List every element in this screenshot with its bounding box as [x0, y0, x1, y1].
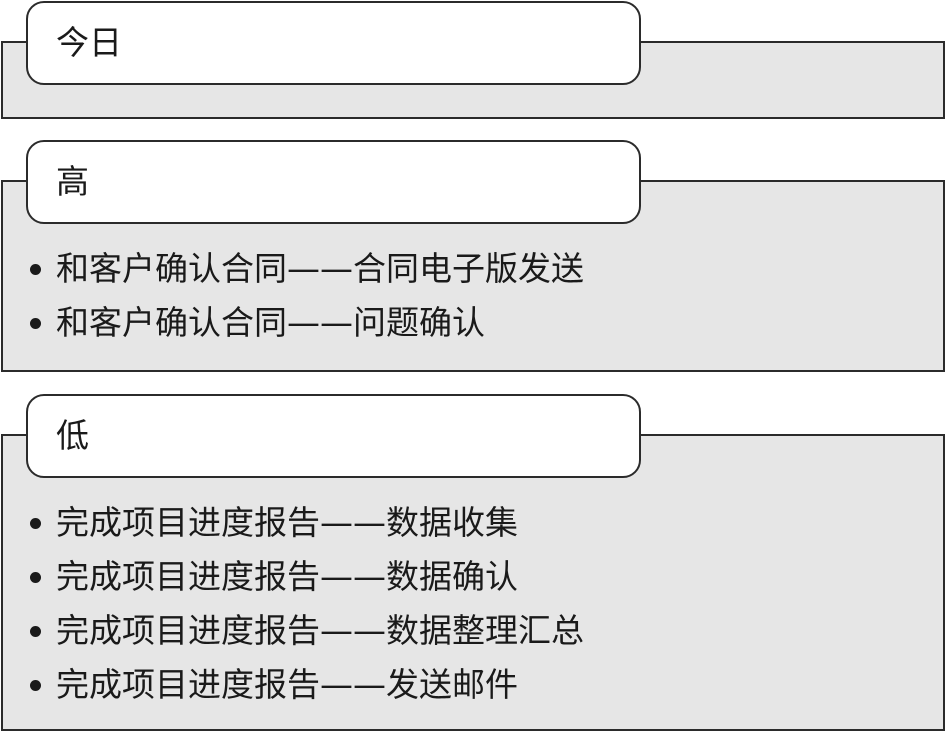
priority-group-low: 低 完成项目进度报告——数据收集 完成项目进度报告——数据确认 完成项目进度报告…	[0, 393, 948, 733]
group-title: 低	[56, 416, 89, 455]
group-title: 今日	[56, 23, 122, 62]
task-list: 和客户确认合同——合同电子版发送 和客户确认合同——问题确认	[28, 242, 584, 350]
task-item: 完成项目进度报告——数据整理汇总	[28, 604, 584, 658]
bullet-icon	[30, 518, 41, 529]
task-text: 完成项目进度报告——数据收集	[56, 503, 518, 542]
bullet-icon	[30, 626, 41, 637]
bullet-icon	[30, 572, 41, 583]
task-item: 和客户确认合同——问题确认	[28, 296, 584, 350]
priority-group-high: 高 和客户确认合同——合同电子版发送 和客户确认合同——问题确认	[0, 139, 948, 373]
task-text: 完成项目进度报告——发送邮件	[56, 665, 518, 704]
priority-group-today: 今日	[0, 0, 948, 120]
bullet-icon	[30, 264, 41, 275]
bullet-icon	[30, 318, 41, 329]
task-text: 完成项目进度报告——数据整理汇总	[56, 611, 584, 650]
group-header-tab: 高	[26, 140, 641, 224]
task-item: 完成项目进度报告——数据收集	[28, 496, 584, 550]
task-item: 完成项目进度报告——数据确认	[28, 550, 584, 604]
task-text: 完成项目进度报告——数据确认	[56, 557, 518, 596]
group-title: 高	[56, 162, 89, 201]
bullet-icon	[30, 680, 41, 691]
group-header-tab: 今日	[26, 1, 641, 85]
task-item: 完成项目进度报告——发送邮件	[28, 658, 584, 712]
task-text: 和客户确认合同——合同电子版发送	[56, 249, 584, 288]
group-panel	[1, 434, 945, 731]
task-list: 完成项目进度报告——数据收集 完成项目进度报告——数据确认 完成项目进度报告——…	[28, 496, 584, 712]
task-item: 和客户确认合同——合同电子版发送	[28, 242, 584, 296]
task-text: 和客户确认合同——问题确认	[56, 303, 485, 342]
group-header-tab: 低	[26, 394, 641, 478]
